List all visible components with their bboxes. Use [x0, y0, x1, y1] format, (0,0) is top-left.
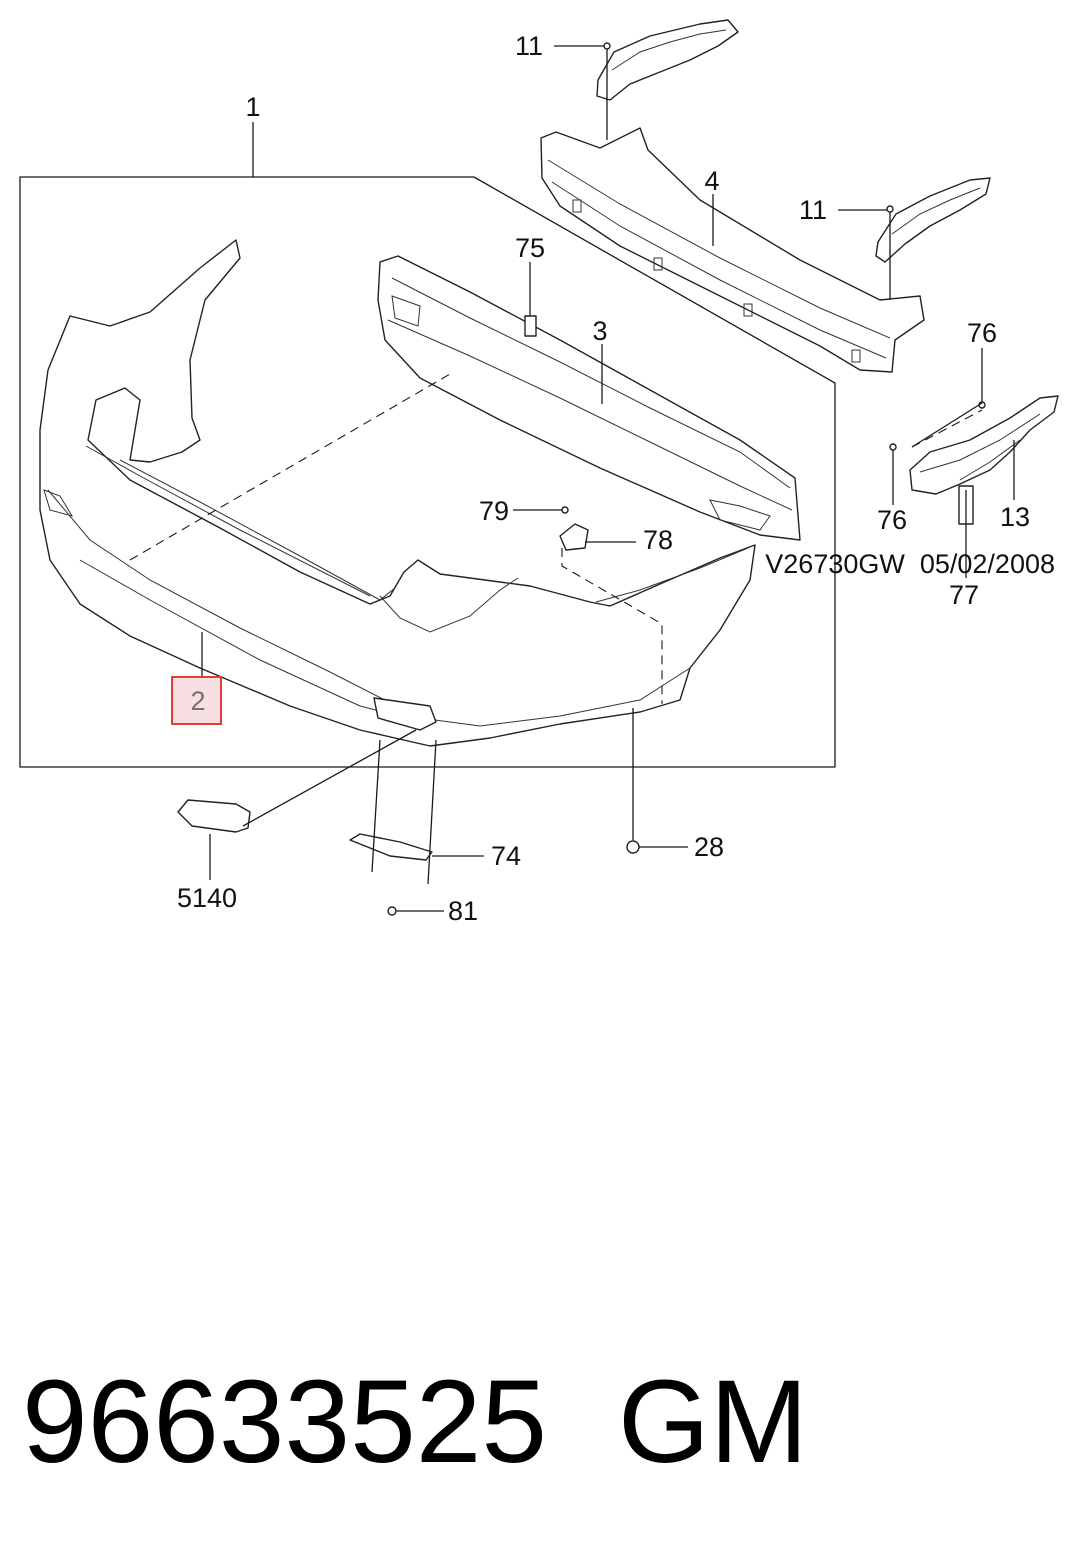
- callout-76-top: 76: [967, 318, 997, 348]
- callout-5140: 5140: [177, 883, 237, 913]
- leader-lines: [201, 45, 1015, 912]
- assembly-frame: [19, 176, 836, 768]
- part-number: 96633525: [22, 1356, 547, 1488]
- callout-75: 75: [515, 233, 545, 263]
- callout-2[interactable]: 2: [190, 686, 205, 716]
- dashed-leaders: [129, 373, 983, 704]
- upper-bracket-right: [875, 177, 991, 300]
- callout-74: 74: [491, 841, 521, 871]
- bumper-fascia: [39, 239, 756, 747]
- reinforcement-beam: [540, 127, 925, 373]
- highlight-box: [171, 676, 222, 725]
- screw-28: [626, 840, 640, 854]
- callout-13: 13: [1000, 502, 1030, 532]
- callout-77: 77: [949, 580, 979, 610]
- callout-4: 4: [704, 166, 719, 196]
- callout-28: 28: [694, 832, 724, 862]
- rivet-81: [387, 906, 397, 916]
- clip-75: [524, 315, 537, 337]
- callout-81: 81: [448, 896, 478, 926]
- callout-11-right: 11: [799, 195, 827, 225]
- callout-76-bottom: 76: [877, 505, 907, 535]
- callout-1: 1: [245, 92, 260, 122]
- reflector-5140: [177, 799, 251, 833]
- retainer-78: [559, 523, 589, 551]
- callout-3: 3: [592, 316, 607, 346]
- callout-11-top: 11: [515, 31, 543, 61]
- brand-label: GM: [618, 1356, 808, 1488]
- energy-absorber: [377, 255, 801, 541]
- callout-79: 79: [479, 496, 509, 526]
- callout-78: 78: [643, 525, 673, 555]
- seal-74: [349, 833, 433, 861]
- side-bracket: [909, 395, 1059, 495]
- reference-stamp: V26730GW 05/02/2008: [765, 549, 1055, 579]
- upper-bracket-left: [596, 19, 739, 140]
